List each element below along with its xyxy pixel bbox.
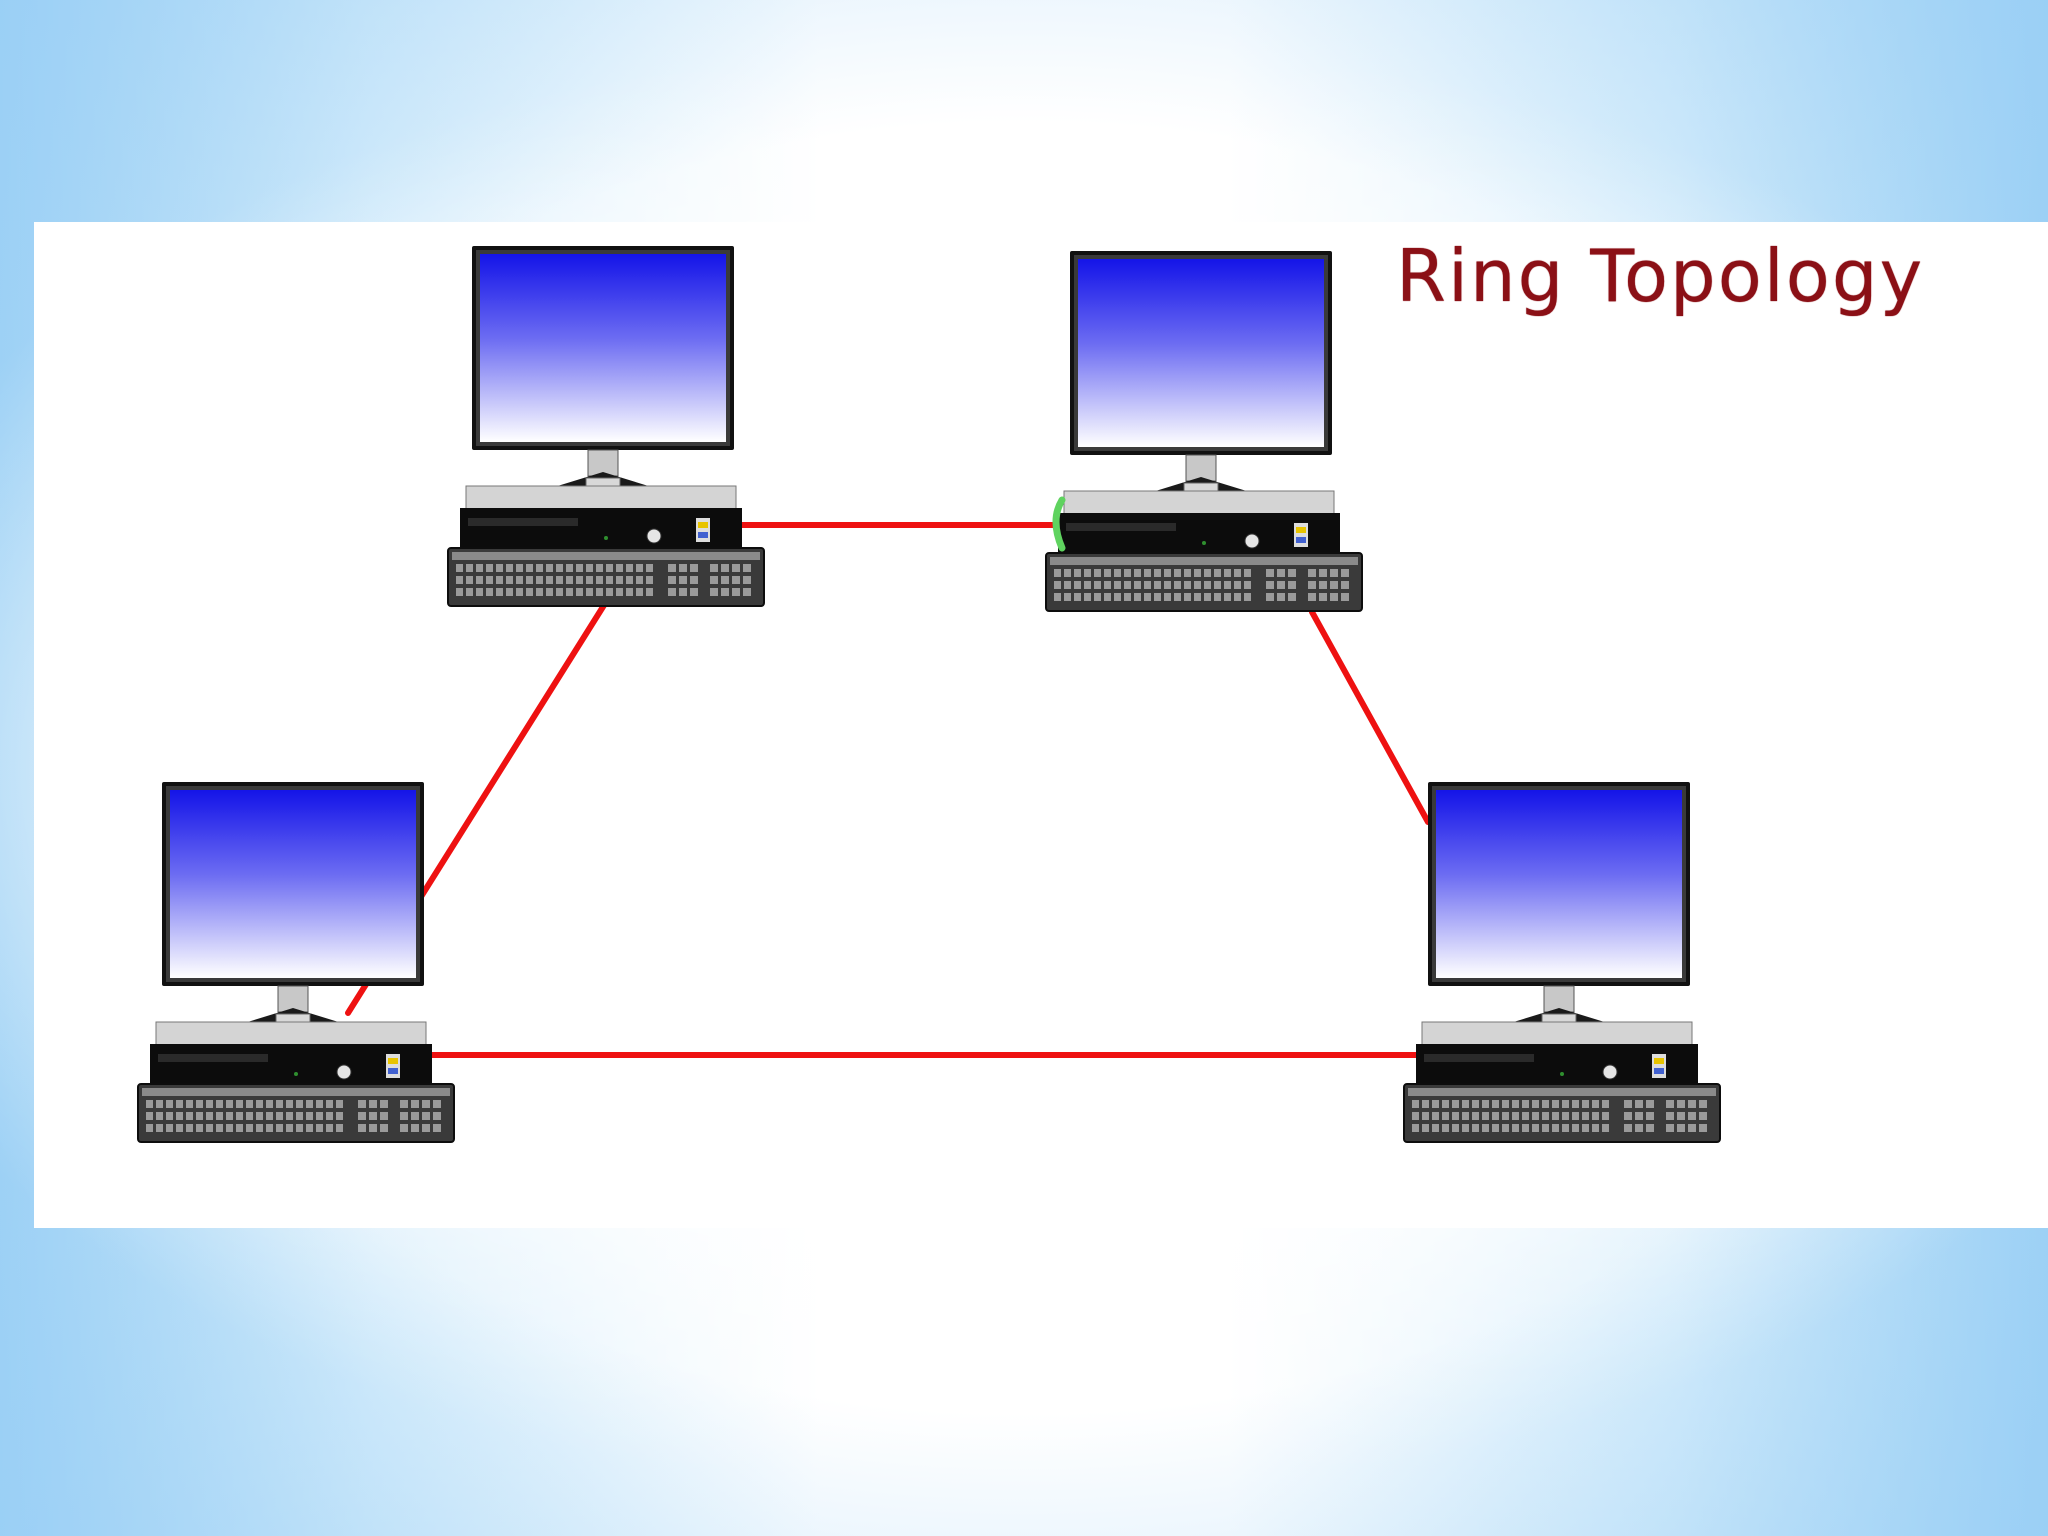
cpu-unit [1416, 1021, 1698, 1091]
keyboard [447, 547, 765, 607]
keyboard [137, 1083, 455, 1143]
ring-link [1309, 609, 1431, 825]
keyboard [1403, 1083, 1721, 1143]
monitor [1070, 251, 1332, 455]
cpu-unit [150, 1021, 432, 1091]
monitor [472, 246, 734, 450]
nodes-layer [137, 246, 1721, 1143]
monitor-screen [480, 254, 726, 442]
cpu-unit [1058, 490, 1340, 560]
monitor-screen [1078, 259, 1324, 447]
diagram-title: Ring Topology [1396, 234, 1925, 318]
desktop-computer-icon [1045, 251, 1363, 612]
port-indicator [1052, 496, 1066, 552]
monitor [162, 782, 424, 986]
monitor [1428, 782, 1690, 986]
desktop-computer-icon [447, 246, 765, 607]
desktop-computer-icon [137, 782, 455, 1143]
monitor-screen [170, 790, 416, 978]
monitor-screen [1436, 790, 1682, 978]
cpu-unit [460, 485, 742, 555]
desktop-computer-icon [1403, 782, 1721, 1143]
keyboard [1045, 552, 1363, 612]
